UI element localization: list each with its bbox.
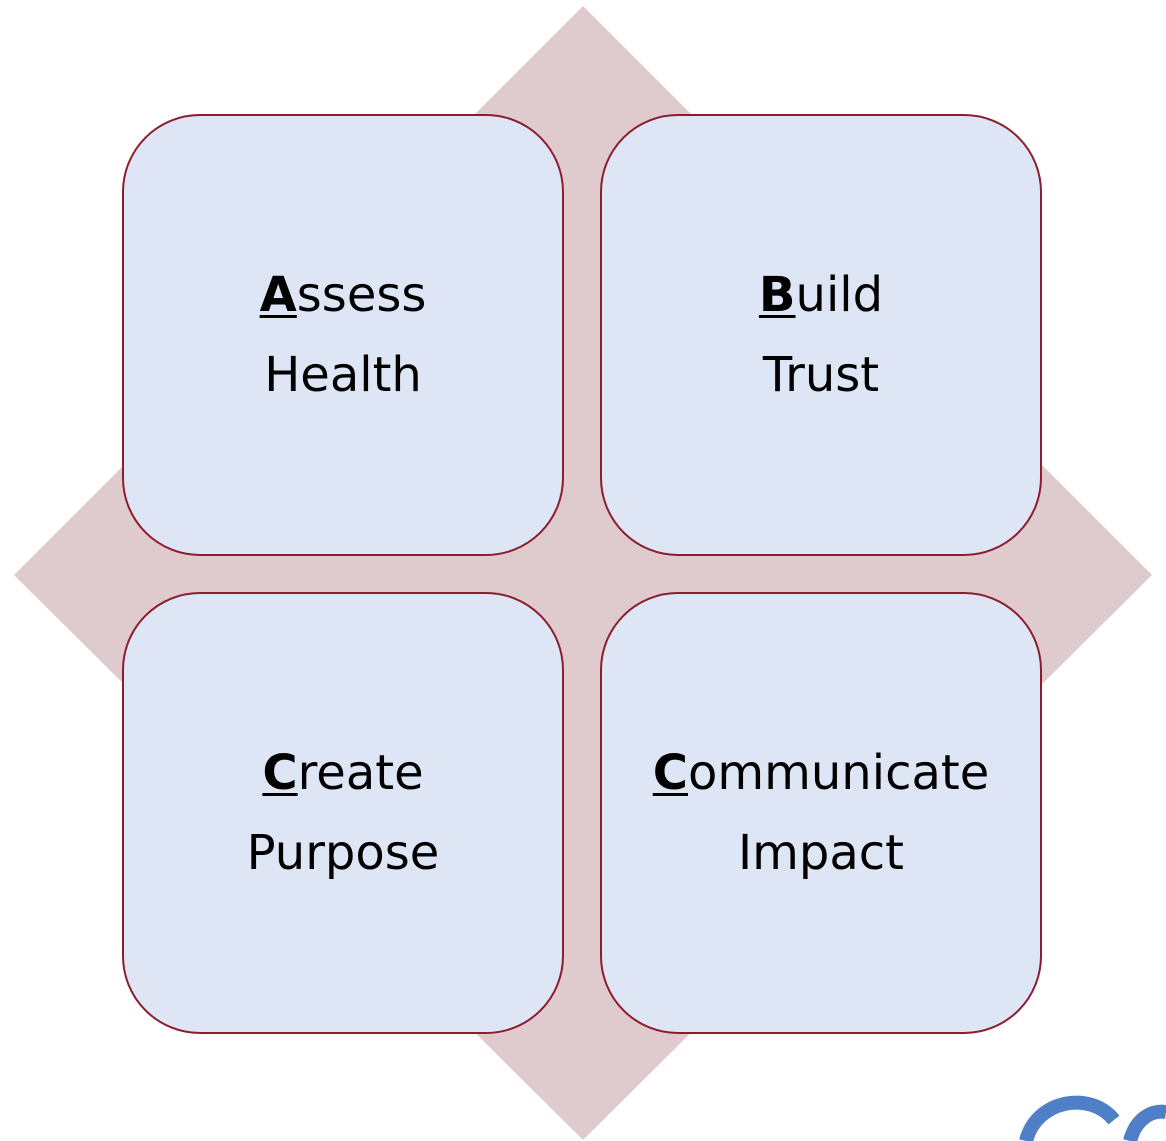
quadrant-line-1: Build [759,255,883,335]
quadrant-line-2: Purpose [246,825,440,881]
quadrant-word-rest: uild [795,267,884,323]
quadrant-initial: B [758,267,796,323]
quadrant-line-1: Assess [260,255,427,335]
quadrant-create-purpose: Create Purpose [122,592,564,1034]
quadrant-word-rest: reate [297,745,424,801]
quadrant-initial: A [259,267,297,323]
quadrant-line-1: Communicate [653,733,989,813]
quadrant-line-1: Create [262,733,423,813]
quadrant-communicate-impact: Communicate Impact [600,592,1042,1034]
quadrant-assess-health: Assess Health [122,114,564,556]
quadrant-initial: C [652,745,688,801]
quadrant-line-2: Health [264,347,422,403]
quadrant-word-rest: ssess [296,267,427,323]
quadrant-word-rest: ommunicate [688,745,990,801]
quadrant-build-trust: Build Trust [600,114,1042,556]
quadrant-line-2: Impact [737,825,904,881]
quadrant-line-2: Trust [762,347,880,403]
quadrant-initial: C [262,745,298,801]
